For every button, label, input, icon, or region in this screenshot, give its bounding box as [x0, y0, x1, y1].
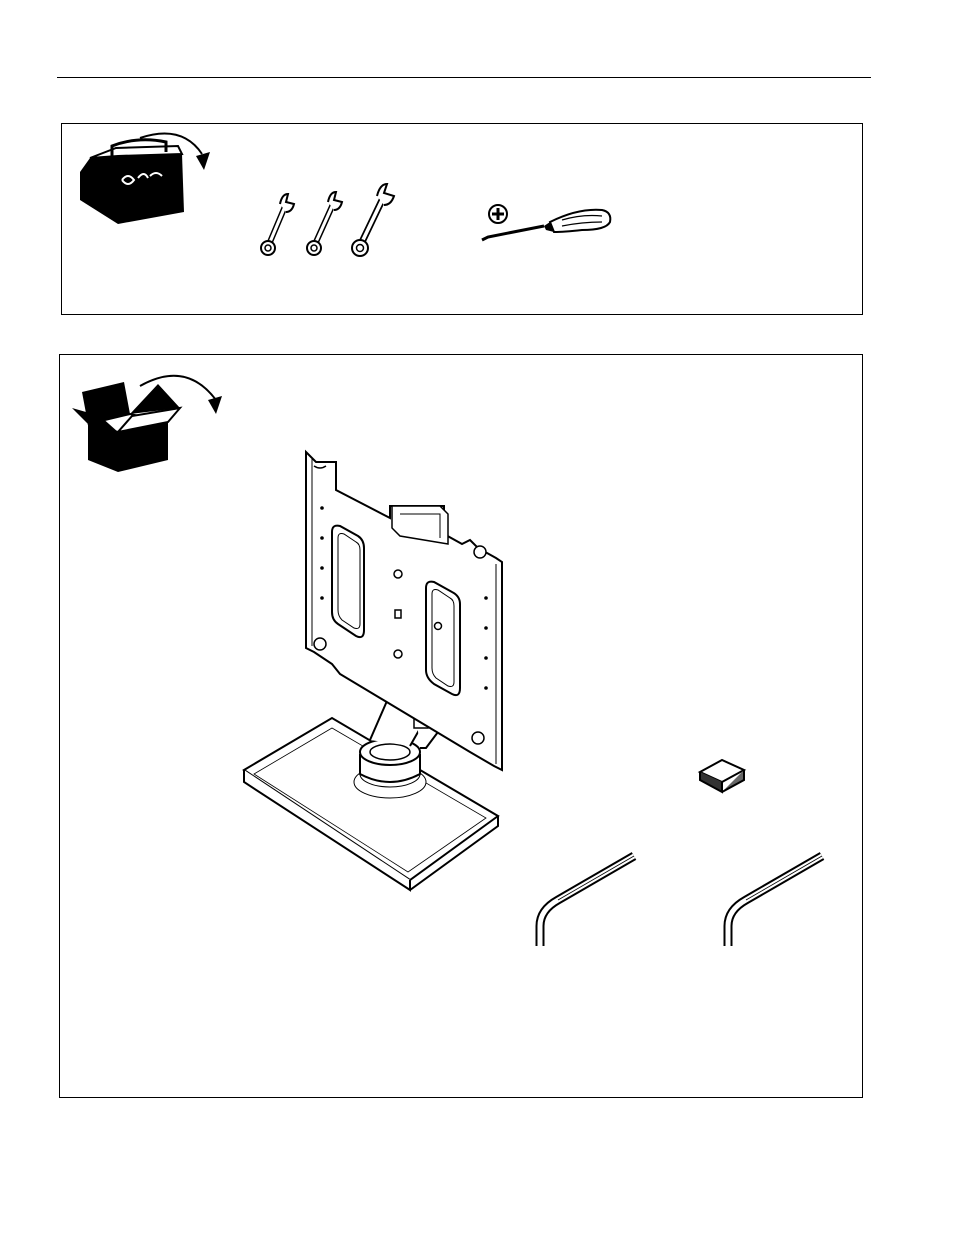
open-box-icon [70, 362, 230, 474]
wrench-icon [350, 180, 400, 260]
hex-key [530, 850, 640, 950]
square-cap [696, 756, 752, 796]
phillips-screwdriver-icon [478, 200, 618, 250]
wrench-icon [304, 188, 348, 260]
stand-with-mounting-plate [240, 448, 510, 888]
header-rule [57, 77, 871, 78]
toolbox-icon [78, 128, 218, 228]
wrench-icon [258, 190, 298, 260]
hex-key [718, 850, 828, 950]
